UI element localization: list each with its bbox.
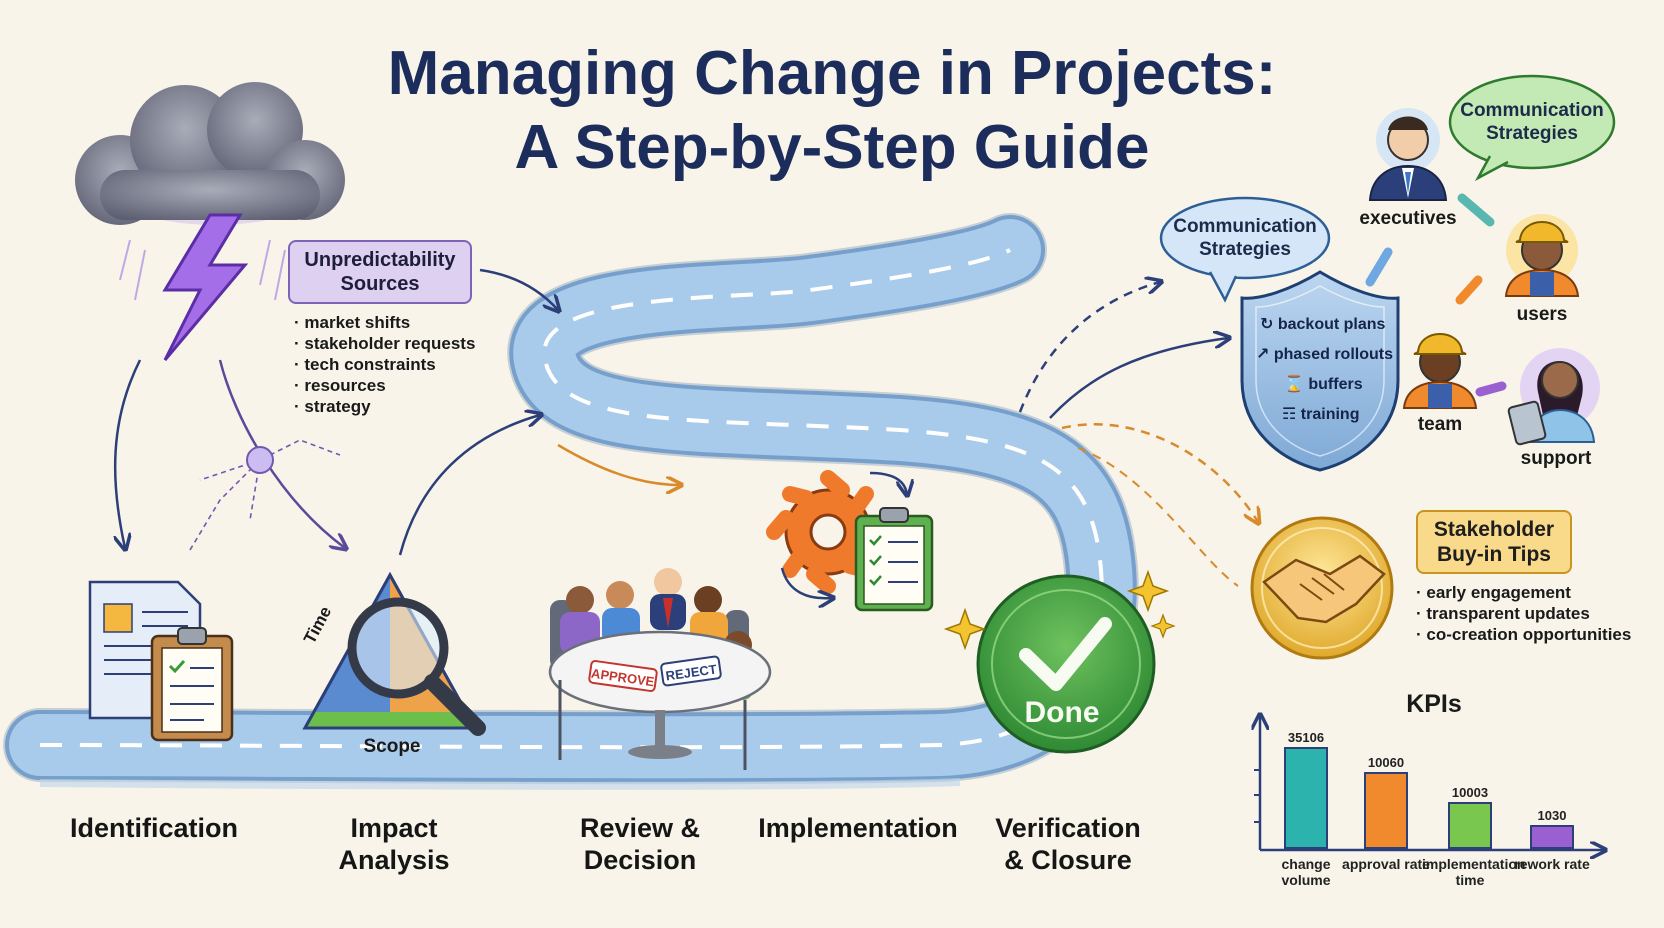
shield-item-training: ☶ training xyxy=(1282,406,1360,423)
label-team: team xyxy=(1417,414,1463,435)
kpi-bar-rework-rate xyxy=(1530,825,1574,849)
approve-stamp: APPROVE xyxy=(588,660,658,692)
shield-item-phased: ↗ phased rollouts xyxy=(1256,346,1393,363)
communication-bubble-left-text: Communication Strategies xyxy=(1173,216,1317,260)
team-avatar xyxy=(1402,333,1478,409)
kpi-bar-approval-rate xyxy=(1364,772,1408,849)
kpi-bars xyxy=(1284,747,1574,849)
buy-in-item: transparent updates xyxy=(1416,603,1631,624)
dashed-arrow-communication xyxy=(1018,282,1160,413)
shield-item-backout: ↻ backout plans xyxy=(1260,316,1386,333)
label-executives: executives xyxy=(1359,208,1457,229)
kpi-bar-change-volume xyxy=(1284,747,1328,849)
done-label: Done xyxy=(1025,696,1100,729)
buy-in-list: early engagement transparent updates co-… xyxy=(1416,582,1631,645)
kpi-value-label: 10060 xyxy=(1367,755,1405,770)
unpredictability-item: strategy xyxy=(294,396,475,417)
step-implementation: Implementation xyxy=(758,813,958,843)
handshake-icon xyxy=(1250,516,1394,660)
unpredictability-heading: Unpredictability Sources xyxy=(288,240,472,304)
checklist-icon xyxy=(854,507,934,612)
communication-bubble-right-text: Communication Strategies xyxy=(1460,100,1604,144)
storm-arrow-left xyxy=(115,359,142,548)
connector-team-support xyxy=(1475,381,1507,397)
shield-item-buffers: ⌛ buffers xyxy=(1284,376,1363,393)
users-avatar xyxy=(1504,214,1580,297)
unpredictability-item: resources xyxy=(294,375,475,396)
buy-in-item: early engagement xyxy=(1416,582,1631,603)
gear-arrow-bottom xyxy=(780,567,832,598)
stairs-icon: ↗ xyxy=(1256,346,1270,363)
impact-arrow xyxy=(398,415,540,556)
speech-bubble-left xyxy=(1159,196,1331,303)
triangle-scope-label: Scope xyxy=(363,736,421,757)
support-avatar xyxy=(1507,348,1600,446)
dashed-arrow-handshake-lower xyxy=(1077,447,1239,587)
connector-users-team xyxy=(1455,275,1483,305)
kpi-category-label: implementation time xyxy=(1422,856,1526,888)
done-badge: Done xyxy=(976,574,1156,754)
buy-in-heading: Stakeholder Buy-in Tips xyxy=(1416,510,1572,574)
reject-stamp-text: REJECT xyxy=(665,661,718,683)
reject-stamp: REJECT xyxy=(660,655,722,687)
speech-bubble-right xyxy=(1448,74,1616,182)
crack-node-icon xyxy=(189,439,341,551)
refresh-icon: ↻ xyxy=(1260,316,1274,333)
kpi-category-label: approval rate xyxy=(1342,856,1430,872)
shield-list: ↻ backout plans ↗ phased rollouts ⌛ buff… xyxy=(1256,314,1393,424)
connector-exec-users xyxy=(1457,193,1495,227)
label-support: support xyxy=(1520,448,1592,469)
step-identification: Identification xyxy=(70,813,238,843)
executive-avatar xyxy=(1368,108,1448,201)
buy-in-item: co-creation opportunities xyxy=(1416,624,1631,645)
arrow-shield xyxy=(1049,338,1228,419)
shield-icon xyxy=(1240,270,1400,472)
kpi-value-label: 10003 xyxy=(1451,785,1489,800)
gear-icon xyxy=(766,470,890,594)
page-title-line-1: Managing Change in Projects: xyxy=(387,39,1277,108)
meeting-table-icon xyxy=(548,568,772,770)
dashed-arrow-handshake xyxy=(1061,423,1258,522)
step-review-decision: Review & Decision xyxy=(579,813,701,875)
clipboard-icon xyxy=(150,627,234,742)
unpredictability-item: stakeholder requests xyxy=(294,333,475,354)
kpi-value-label: 35106 xyxy=(1287,730,1325,745)
kpi-value-label: 1030 xyxy=(1537,808,1567,823)
gear-arrow-top xyxy=(869,471,907,494)
magnifier-icon xyxy=(347,597,486,736)
step-impact-analysis: Impact Analysis xyxy=(338,813,450,875)
kpi-axes xyxy=(1254,716,1604,850)
unpredictability-list: market shifts stakeholder requests tech … xyxy=(294,312,475,417)
book-icon: ☶ xyxy=(1282,406,1297,423)
page-title-line-2: A Step-by-Step Guide xyxy=(514,113,1150,182)
review-arrow xyxy=(557,443,680,485)
kpi-title: KPIs xyxy=(1406,690,1462,718)
kpi-bar-implementation-time xyxy=(1448,802,1492,849)
hourglass-icon: ⌛ xyxy=(1284,376,1304,393)
storm-cloud-icon xyxy=(75,82,345,361)
step-verification-closure: Verification & Closure xyxy=(995,813,1141,875)
kpi-category-label: rework rate xyxy=(1514,856,1590,872)
unpredictability-item: market shifts xyxy=(294,312,475,333)
unpredictability-item: tech constraints xyxy=(294,354,475,375)
kpi-category-label: change volume xyxy=(1281,856,1331,888)
label-users: users xyxy=(1516,304,1568,325)
sparkle-icon xyxy=(943,569,1176,651)
unpredictability-arrow xyxy=(479,268,558,310)
connector-exec-shield xyxy=(1365,247,1393,287)
